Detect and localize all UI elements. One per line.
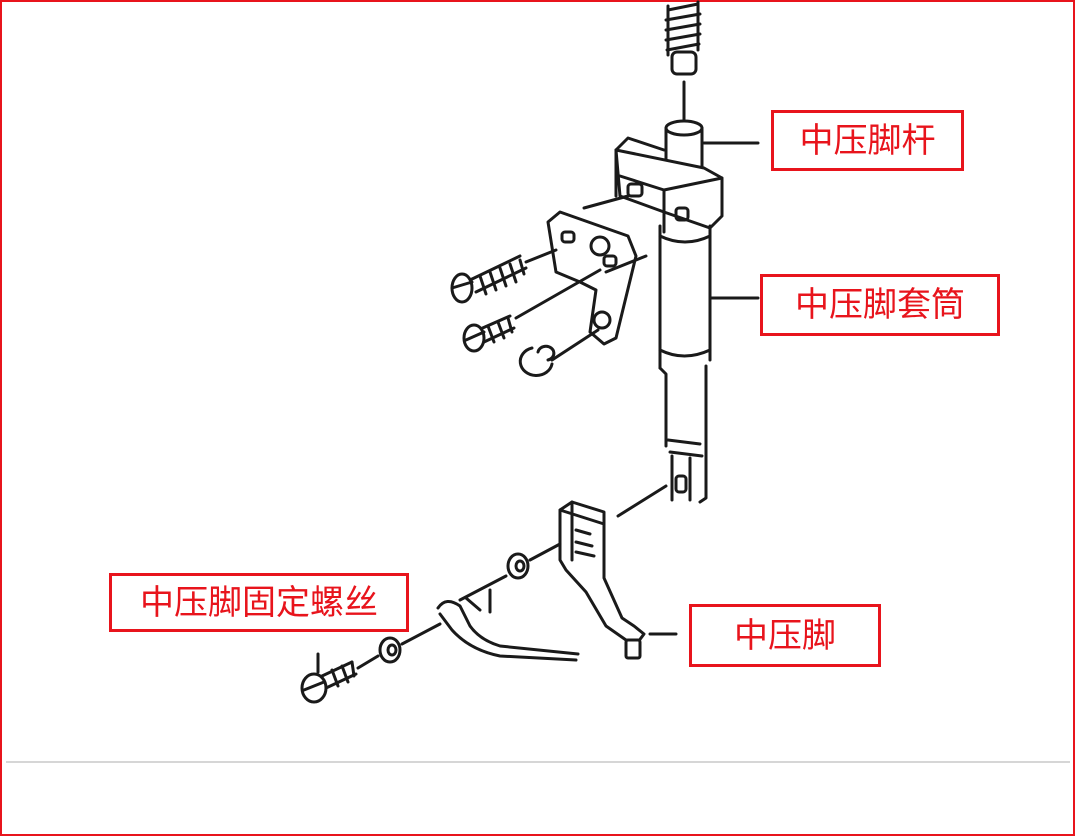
bar-bracket [614, 136, 724, 234]
e-ring-washer [518, 328, 600, 377]
callout-presser-foot: 中压脚 [689, 604, 881, 667]
foot-washer-upper [458, 542, 562, 602]
callout-presser-sleeve: 中压脚套筒 [760, 274, 1000, 336]
side-plate [546, 194, 648, 346]
callout-foot-fixing-screw: 中压脚固定螺丝 [109, 573, 409, 632]
foot-washer-lower [378, 622, 442, 664]
callout-presser-bar: 中压脚杆 [771, 110, 964, 171]
foot-fixing-screw [300, 652, 380, 704]
spring-screw-upper [450, 248, 558, 304]
presser-foot [558, 500, 646, 660]
presser-sleeve [658, 224, 712, 504]
bottom-divider [6, 761, 1070, 763]
foot-assembly-line [616, 484, 668, 518]
screw-middle [462, 268, 602, 353]
top-spring [664, 0, 702, 76]
thread-guide-wire [436, 588, 580, 662]
